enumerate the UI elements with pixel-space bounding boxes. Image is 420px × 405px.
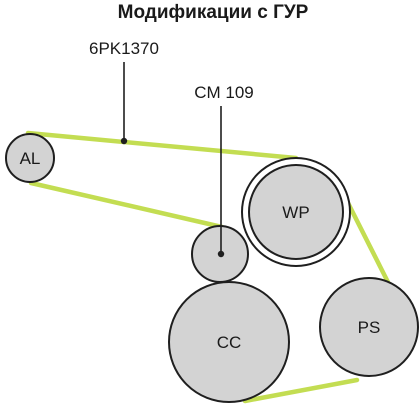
drive-belt <box>25 130 400 404</box>
diagram-title: Модификации с ГУР <box>118 2 309 23</box>
belt-segment-al-tensioner <box>28 180 225 230</box>
tensioner-part-number-label: CM 109 <box>194 83 254 102</box>
belt-part-number-label: 6PK1370 <box>89 39 159 58</box>
pulley-wp-label: WP <box>282 203 309 222</box>
callout-belt: 6PK1370 <box>89 39 159 145</box>
pulley-cc-label: CC <box>217 333 242 352</box>
pulley-wp: WP <box>241 157 351 267</box>
pulley-wp-circle <box>248 164 344 260</box>
pulley-ps: PS <box>319 277 419 377</box>
pulley-ps-circle <box>319 277 419 377</box>
pulley-ps-label: PS <box>358 318 381 337</box>
tensioner-callout-dot <box>217 250 225 258</box>
callout-tensioner: CM 109 <box>194 83 254 258</box>
pulley-cc: CC <box>168 281 290 403</box>
pulley-al-circle <box>5 133 55 183</box>
pulley-al-label: AL <box>20 149 41 168</box>
belt-segment-al-wp <box>25 130 299 161</box>
pulley-cc-circle <box>168 281 290 403</box>
pulley-al: AL <box>5 133 55 183</box>
belt-segment-ps-cc <box>242 377 360 404</box>
belt-callout-dot <box>120 137 128 145</box>
